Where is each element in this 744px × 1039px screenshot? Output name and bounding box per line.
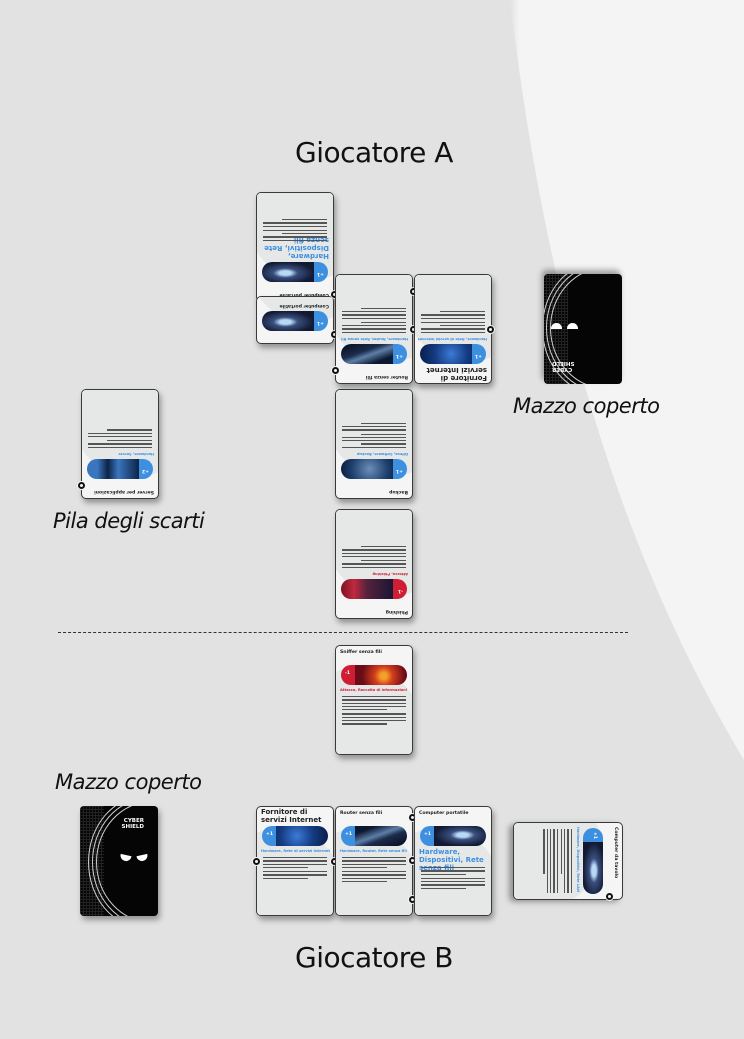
- card-board-a-6[interactable]: Phishing -1 Attacco, Phishing: [335, 509, 413, 619]
- deck-a-label: Mazzo coperto: [513, 394, 660, 418]
- card-value: +1: [316, 320, 324, 325]
- card-category: Difesa, Software, Backup: [356, 452, 408, 456]
- card-title: Backup: [389, 489, 408, 494]
- card-value: +1: [474, 353, 482, 358]
- card-value: +1: [424, 832, 432, 837]
- card-board-a-5[interactable]: Backup +1 Difesa, Software, Backup: [335, 389, 413, 499]
- card-title: Server per applicazioni: [94, 489, 154, 494]
- card-value: +1: [316, 271, 324, 276]
- center-card[interactable]: Sniffer senza fili -1 Attacco, Raccolta …: [335, 645, 413, 755]
- card-title: Computer da tavolo: [613, 827, 618, 879]
- brand-line-1: CYBER: [123, 818, 144, 824]
- card-board-b-3[interactable]: Computer portatile +1 Hardware, Disposit…: [414, 806, 492, 916]
- card-value: +1: [592, 832, 597, 840]
- card-category: Hardware, Server: [118, 452, 154, 456]
- card-value: -1: [345, 671, 351, 676]
- card-value: +1: [395, 353, 403, 358]
- card-category: Hardware, Rete di servizi Internet: [261, 849, 331, 853]
- board-divider: [58, 632, 628, 633]
- card-category: Hardware, Router, Rete senza fili: [341, 337, 408, 341]
- player-b-label: Giocatore B: [295, 941, 454, 974]
- card-title: Router senza fili: [365, 374, 408, 379]
- brand-line-2: SHIELD: [121, 824, 144, 830]
- eye-icon: [567, 323, 578, 329]
- card-category: Attacco, Raccolta di informazioni: [340, 688, 407, 692]
- card-title: Router senza fili: [340, 811, 383, 816]
- card-board-a-2[interactable]: Computer portatile +1: [256, 296, 334, 344]
- discard-pile-card[interactable]: Server per applicazioni +2 Hardware, Ser…: [81, 389, 159, 499]
- card-title: Fornitore di servizi Internet: [426, 366, 487, 382]
- card-title: Phishing: [385, 609, 408, 614]
- discard-pile-label: Pila degli scarti: [53, 509, 205, 533]
- brand-line-2: SHIELD: [552, 360, 575, 366]
- card-value: +1: [395, 468, 403, 473]
- eye-icon: [551, 323, 562, 329]
- connector-icon: [77, 481, 86, 490]
- connector-icon: [486, 325, 495, 334]
- card-category: Hardware, Rete di servizi Internet: [417, 337, 487, 341]
- brand-line-1: CYBER: [552, 366, 573, 372]
- card-board-b-2[interactable]: Router senza fili +1 Hardware, Router, R…: [335, 806, 413, 916]
- card-board-a-1[interactable]: Computer portatile +1 Hardware, Disposit…: [256, 192, 334, 302]
- card-title: Computer portatile: [419, 811, 469, 816]
- card-value: +1: [345, 832, 353, 837]
- card-title: Fornitore di servizi Internet: [261, 808, 322, 824]
- card-title: Sniffer senza fili: [340, 650, 382, 655]
- player-a-label: Giocatore A: [295, 136, 453, 169]
- card-value: +1: [266, 832, 274, 837]
- hand-card-b[interactable]: Computer da tavolo +1 Hardware, Disposit…: [513, 822, 623, 900]
- card-board-a-3[interactable]: Router senza fili +1 Hardware, Router, R…: [335, 274, 413, 384]
- card-board-b-1[interactable]: Fornitore di servizi Internet +1 Hardwar…: [256, 806, 334, 916]
- card-title: Computer portatile: [279, 303, 329, 309]
- card-category: Hardware, Router, Rete senza fili: [340, 849, 407, 853]
- card-value: +2: [141, 468, 149, 473]
- connector-icon: [605, 892, 614, 901]
- card-category: Hardware, Dispositivi, Rete LAN: [576, 827, 580, 892]
- card-category: Attacco, Phishing: [372, 572, 408, 576]
- connector-icon: [252, 857, 261, 866]
- card-board-a-4[interactable]: Fornitore di servizi Internet +1 Hardwar…: [414, 274, 492, 384]
- deck-b-label: Mazzo coperto: [55, 770, 202, 794]
- card-value: -1: [397, 588, 403, 593]
- connector-icon: [331, 366, 340, 375]
